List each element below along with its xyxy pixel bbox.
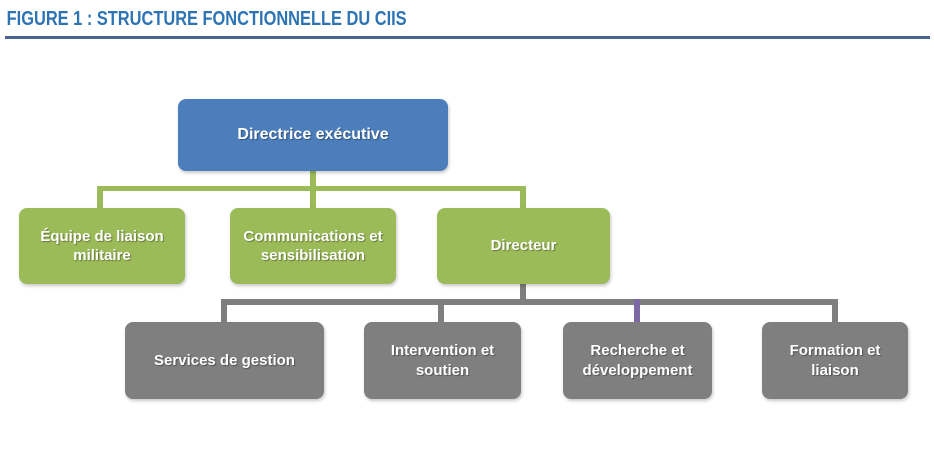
connector-drop-intervention — [438, 299, 444, 322]
org-box-recherche-developpement: Recherche et développement — [563, 322, 712, 399]
org-box-services-de-gestion: Services de gestion — [125, 322, 324, 399]
org-box-intervention-soutien: Intervention et soutien — [364, 322, 521, 399]
connector-drop-services — [221, 299, 227, 322]
connector-drop-communications — [310, 186, 316, 208]
org-box-formation-liaison: Formation et liaison — [762, 322, 908, 399]
connector-drop-directeur — [520, 186, 526, 208]
org-box-directrice-executive: Directrice exécutive — [178, 99, 448, 171]
connector-drop-equipe — [97, 186, 103, 208]
figure-header: FIGURE 1 : STRUCTURE FONCTIONNELLE DU CI… — [5, 8, 930, 39]
org-box-equipe-liaison-militaire: Équipe de liaison militaire — [19, 208, 185, 284]
connector-drop-formation — [832, 299, 838, 322]
connector-level3-horizontal — [221, 299, 838, 305]
org-box-directeur: Directeur — [437, 208, 610, 284]
connector-root-stub — [310, 171, 316, 187]
connector-drop-recherche — [634, 299, 640, 322]
org-box-communications-sensibilisation: Communications et sensibilisation — [230, 208, 396, 284]
connector-directeur-stub — [520, 284, 526, 299]
figure-title: FIGURE 1 : STRUCTURE FONCTIONNELLE DU CI… — [6, 8, 407, 30]
